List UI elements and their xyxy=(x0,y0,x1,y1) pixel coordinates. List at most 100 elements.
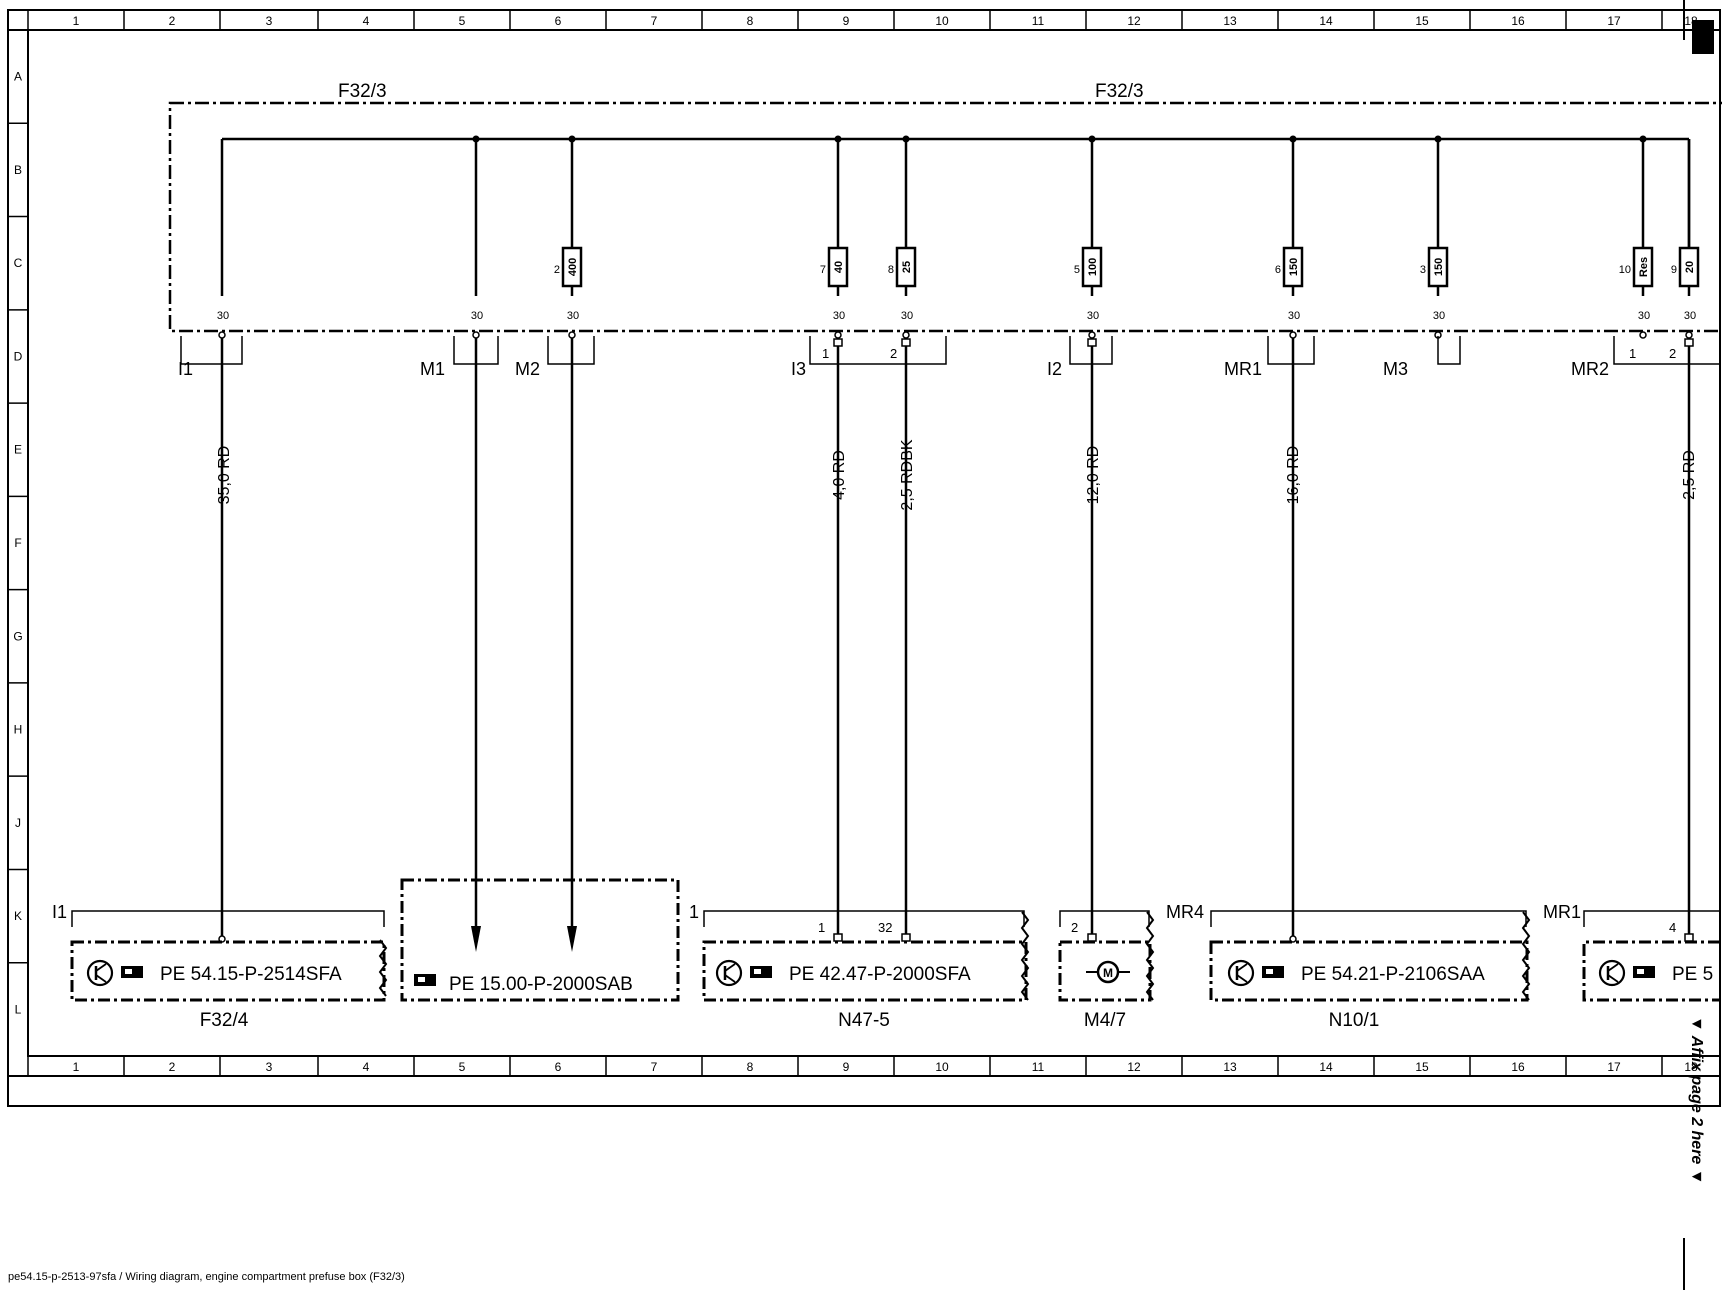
connector-bracket xyxy=(71,910,385,927)
transistor-icon xyxy=(1227,959,1255,987)
terminal-bracket xyxy=(1437,336,1461,365)
component-box xyxy=(400,878,680,1002)
plug-contact xyxy=(833,933,843,942)
terminal-pin: 30 xyxy=(1288,310,1300,322)
doc-references: PE 54.15-P-2514SFA PE 15.00-P-2000SAB PE… xyxy=(86,959,1713,995)
doc-ref-link[interactable]: PE 5 xyxy=(1672,964,1713,985)
terminal-pin: 30 xyxy=(1433,310,1445,322)
component-box xyxy=(70,940,386,1002)
corner-marker xyxy=(1692,20,1714,54)
wire-label: 16,0 RD xyxy=(1285,446,1302,505)
plug-contact xyxy=(901,338,911,347)
grid-column-number: 7 xyxy=(651,14,658,28)
connector-bracket xyxy=(1583,910,1720,927)
terminal-pin: 30 xyxy=(1684,310,1696,322)
component-ref-n10-1: N10/1 xyxy=(1329,1010,1380,1031)
plug-contact xyxy=(901,933,911,942)
grid-column-number: 9 xyxy=(843,14,850,28)
grid-column-number: 17 xyxy=(1607,14,1621,28)
grid-column-number: 3 xyxy=(266,14,273,28)
wire-label: 2,5 RD xyxy=(1681,450,1698,500)
grid-column-number: 10 xyxy=(935,14,949,28)
grid-column-number: 13 xyxy=(1223,14,1237,28)
grid-column-number: 15 xyxy=(1415,1060,1429,1074)
feed-column: 20 9 30 xyxy=(1671,139,1700,942)
grid-row-letter: C xyxy=(14,256,23,270)
grid-column-number: 7 xyxy=(651,1060,658,1074)
grid-column-number: 18 xyxy=(1684,1060,1698,1074)
grid-row-letter: L xyxy=(15,1002,22,1016)
affix-note: ▼ Affix page 2 here ▼ xyxy=(1688,1016,1705,1185)
motor-icon: M xyxy=(1086,960,1130,984)
connector-pin: 1 xyxy=(822,346,829,361)
terminal-pin: 30 xyxy=(1638,310,1650,322)
fuse-rating: 20 xyxy=(1684,261,1696,273)
connector-label: MR1 xyxy=(1543,902,1581,922)
grid-column-number: 3 xyxy=(266,1060,273,1074)
doc-ref-link[interactable]: PE 15.00-P-2000SAB xyxy=(449,974,633,995)
pointing-hand-icon xyxy=(1262,966,1284,978)
plug-contact xyxy=(1087,933,1097,942)
connector-pin: 1 xyxy=(1629,346,1636,361)
grid-column-number: 2 xyxy=(169,1060,176,1074)
bottom-pin-label: 1 xyxy=(818,920,825,935)
transistor-icon xyxy=(715,959,743,987)
grid-column-number: 4 xyxy=(363,1060,370,1074)
terminal-label: MR2 xyxy=(1571,359,1609,379)
fuse-rating: 100 xyxy=(1087,258,1099,276)
torn-edge xyxy=(1521,911,1531,1001)
grid-column-number: 10 xyxy=(935,1060,949,1074)
terminal-bracket xyxy=(1267,336,1315,365)
fuse-rating: 150 xyxy=(1288,258,1300,276)
grid-row-letter: K xyxy=(14,909,22,923)
grid-column-number: 12 xyxy=(1127,14,1141,28)
grid-column-number: 15 xyxy=(1415,14,1429,28)
torn-edge xyxy=(1020,911,1030,1001)
fuse-number: 8 xyxy=(888,264,894,276)
doc-ref-link[interactable]: PE 54.21-P-2106SAA xyxy=(1301,964,1485,985)
grid-row-letter: J xyxy=(15,816,21,830)
terminal-label: I3 xyxy=(791,359,806,379)
terminal-label: M1 xyxy=(420,359,445,379)
terminal-pin: 30 xyxy=(471,310,483,322)
connector-pin: 2 xyxy=(890,346,897,361)
grid-column-number: 12 xyxy=(1127,1060,1141,1074)
wire-label: 35,0 RD xyxy=(216,446,233,505)
grid-column-number: 8 xyxy=(747,1060,754,1074)
grid-row-letter: D xyxy=(14,349,23,363)
pointing-hand-icon xyxy=(1633,966,1655,978)
plug-contact xyxy=(1684,933,1694,942)
fuse-number: 2 xyxy=(554,264,560,276)
grid-column-number: 16 xyxy=(1511,1060,1525,1074)
grid-column-number: 13 xyxy=(1223,1060,1237,1074)
wire-label: 12,0 RD xyxy=(1085,446,1102,505)
grid-column-number: 14 xyxy=(1319,1060,1333,1074)
wire-label: 2,5 RDBK xyxy=(899,439,916,510)
fuse-number: 3 xyxy=(1420,264,1426,276)
fuse-number: 5 xyxy=(1074,264,1080,276)
fuse-rating: 25 xyxy=(901,261,913,273)
doc-ref-link[interactable]: PE 54.15-P-2514SFA xyxy=(160,964,342,985)
connector-label: I1 xyxy=(52,902,67,922)
prefuse-box-label: F32/3 xyxy=(1095,81,1144,102)
plug-contact xyxy=(1684,338,1694,347)
connector-bracket xyxy=(1059,910,1150,927)
grid-column-number: 5 xyxy=(459,14,466,28)
connector-bracket xyxy=(703,910,1025,927)
doc-ref-link[interactable]: PE 42.47-P-2000SFA xyxy=(789,964,971,985)
torn-edge xyxy=(1145,911,1155,1001)
fuse-rating: 150 xyxy=(1433,258,1445,276)
grid-row-letter: E xyxy=(14,443,22,457)
svg-text:M: M xyxy=(1103,966,1113,980)
grid-column-number: 9 xyxy=(843,1060,850,1074)
terminal-bracket xyxy=(1613,336,1721,365)
fuse-number: 9 xyxy=(1671,264,1677,276)
component-ref-f32-4: F32/4 xyxy=(200,1010,249,1031)
grid-column-number: 4 xyxy=(363,14,370,28)
fuse-rating: 400 xyxy=(567,258,579,276)
grid-column-number: 6 xyxy=(555,14,562,28)
page-caption: pe54.15-p-2513-97sfa / Wiring diagram, e… xyxy=(8,1271,405,1283)
grid-row-letter: G xyxy=(13,629,22,643)
